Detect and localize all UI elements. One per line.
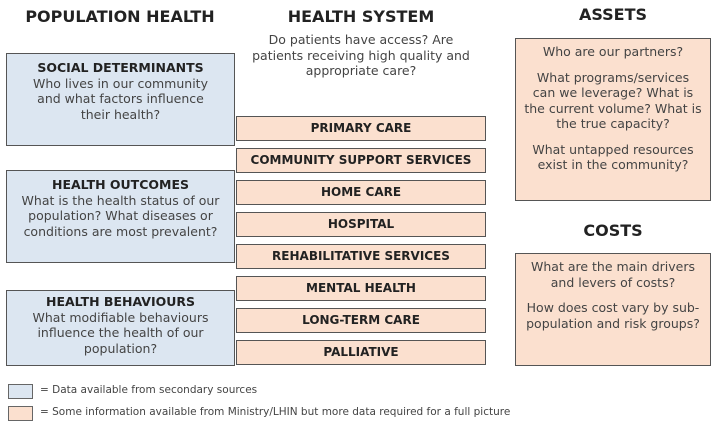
- legend-swatch-blue: [8, 384, 33, 399]
- system-item-home-care: HOME CARE: [236, 180, 486, 205]
- assets-question: Who are our partners?: [542, 44, 684, 59]
- costs-box: What are the main drivers and levers of …: [515, 253, 711, 366]
- costs-question: What are the main drivers and levers of …: [531, 259, 695, 290]
- health-system-heading: HEALTH SYSTEM: [287, 7, 435, 26]
- health-outcomes-box: HEALTH OUTCOMES What is the health statu…: [6, 170, 235, 263]
- legend-label-peach: = Some information available from Minist…: [40, 406, 511, 418]
- box-title: HEALTH BEHAVIOURS: [46, 294, 195, 309]
- assets-question: What untapped resources exist in the com…: [532, 141, 694, 173]
- system-item-rehabilitative: REHABILITATIVE SERVICES: [236, 244, 486, 269]
- assets-box: Who are our partners? What programs/serv…: [515, 38, 711, 201]
- system-item-long-term-care: LONG-TERM CARE: [236, 308, 486, 333]
- system-item-hospital: HOSPITAL: [236, 212, 486, 237]
- legend-swatch-peach: [8, 406, 33, 421]
- box-title: SOCIAL DETERMINANTS: [37, 60, 204, 75]
- social-determinants-box: SOCIAL DETERMINANTS Who lives in our com…: [6, 53, 235, 146]
- box-title: HEALTH OUTCOMES: [52, 177, 189, 192]
- system-item-palliative: PALLIATIVE: [236, 340, 486, 365]
- assets-question: What programs/services can we leverage? …: [524, 69, 702, 132]
- health-behaviours-box: HEALTH BEHAVIOURS What modifiable behavi…: [6, 290, 235, 366]
- box-text: Who lives in our community and what fact…: [33, 75, 208, 122]
- system-item-mental-health: MENTAL HEALTH: [236, 276, 486, 301]
- system-item-community-support: COMMUNITY SUPPORT SERVICES: [236, 148, 486, 173]
- assets-heading: ASSETS: [578, 5, 648, 24]
- legend-label-blue: = Data available from secondary sources: [40, 384, 258, 396]
- costs-heading: COSTS: [583, 221, 643, 240]
- system-item-primary-care: PRIMARY CARE: [236, 116, 486, 141]
- box-text: What modifiable behaviours influence the…: [32, 309, 209, 356]
- box-text: What is the health status of our populat…: [21, 192, 220, 239]
- population-health-heading: POPULATION HEALTH: [25, 7, 215, 26]
- costs-question: How does cost vary by sub-population and…: [526, 300, 700, 331]
- health-system-question: Do patients have access? Are patients re…: [252, 32, 470, 78]
